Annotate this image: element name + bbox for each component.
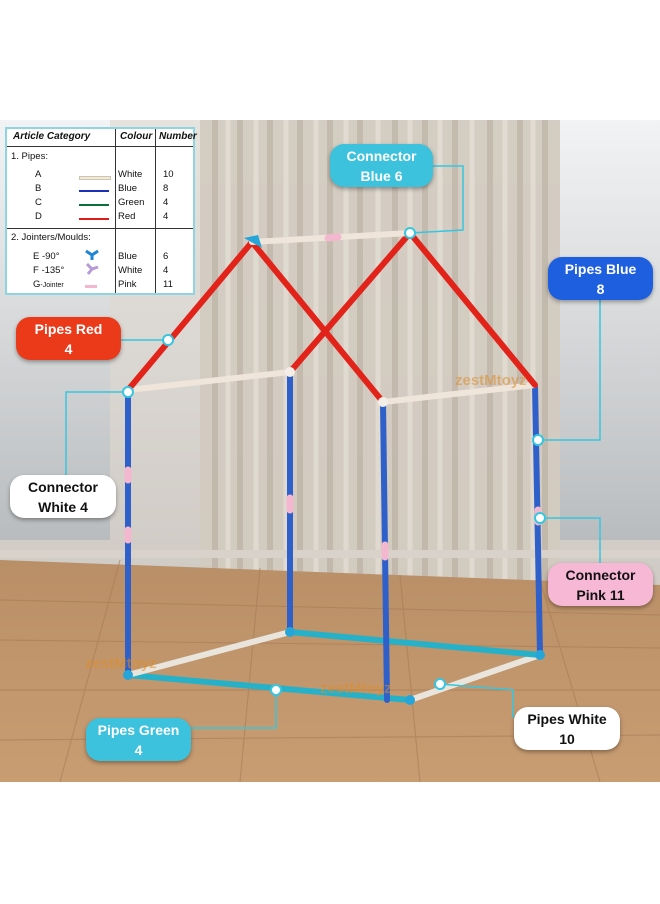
leader-dots bbox=[122, 227, 546, 696]
parts-table: Article Category Colour Number 1. Pipes:… bbox=[5, 127, 197, 295]
pipe-c-code: C bbox=[35, 197, 42, 208]
pipe-b-colour: Blue bbox=[118, 183, 138, 194]
leader-lines bbox=[65, 165, 601, 729]
pipe-b-number: 8 bbox=[163, 183, 169, 194]
pipe-d-number: 4 bbox=[163, 211, 169, 222]
section-pipes: 1. Pipes: bbox=[11, 151, 48, 162]
watermark: zestMtoyz bbox=[455, 372, 527, 389]
jointer-g-colour: Pink bbox=[118, 279, 137, 290]
header-number: Number bbox=[159, 131, 197, 142]
jointer-e-code: E -90° bbox=[33, 251, 60, 262]
tent-frame bbox=[123, 228, 545, 705]
section-jointers: 2. Jointers/Moulds: bbox=[11, 232, 91, 243]
header-colour: Colour bbox=[120, 131, 153, 142]
pipe-b-swatch bbox=[79, 190, 109, 192]
pipe-a-code: A bbox=[35, 169, 42, 180]
pipe-a-swatch bbox=[79, 176, 111, 180]
pipe-c-colour: Green bbox=[118, 197, 145, 208]
pipe-d-code: D bbox=[35, 211, 42, 222]
watermark: zestMtoyz bbox=[320, 680, 392, 697]
pipe-a-number: 10 bbox=[163, 169, 174, 180]
jointer-e-icon bbox=[85, 249, 99, 260]
pipe-c-swatch bbox=[79, 204, 109, 206]
jointer-f-colour: White bbox=[118, 265, 143, 276]
pipe-d-colour: Red bbox=[118, 211, 136, 222]
jointer-g-swatch bbox=[85, 285, 97, 288]
jointer-e-colour: Blue bbox=[118, 251, 138, 262]
pipe-d-swatch bbox=[79, 218, 109, 220]
jointer-e-number: 6 bbox=[163, 251, 169, 262]
jointer-g-suffix: -Jointer bbox=[40, 282, 64, 289]
header-article-category: Article Category bbox=[13, 131, 91, 142]
watermark: zestMtoyz bbox=[85, 655, 157, 672]
pipe-c-number: 4 bbox=[163, 197, 169, 208]
jointer-g-code: G-Jointer bbox=[33, 279, 64, 290]
pipe-b-code: B bbox=[35, 183, 42, 194]
jointer-f-code: F -135° bbox=[33, 265, 65, 276]
jointer-f-number: 4 bbox=[163, 265, 169, 276]
pipe-a-colour: White bbox=[118, 169, 143, 180]
room-background bbox=[0, 120, 660, 783]
jointer-g-number: 11 bbox=[163, 279, 173, 290]
jointer-f-icon bbox=[85, 263, 99, 275]
